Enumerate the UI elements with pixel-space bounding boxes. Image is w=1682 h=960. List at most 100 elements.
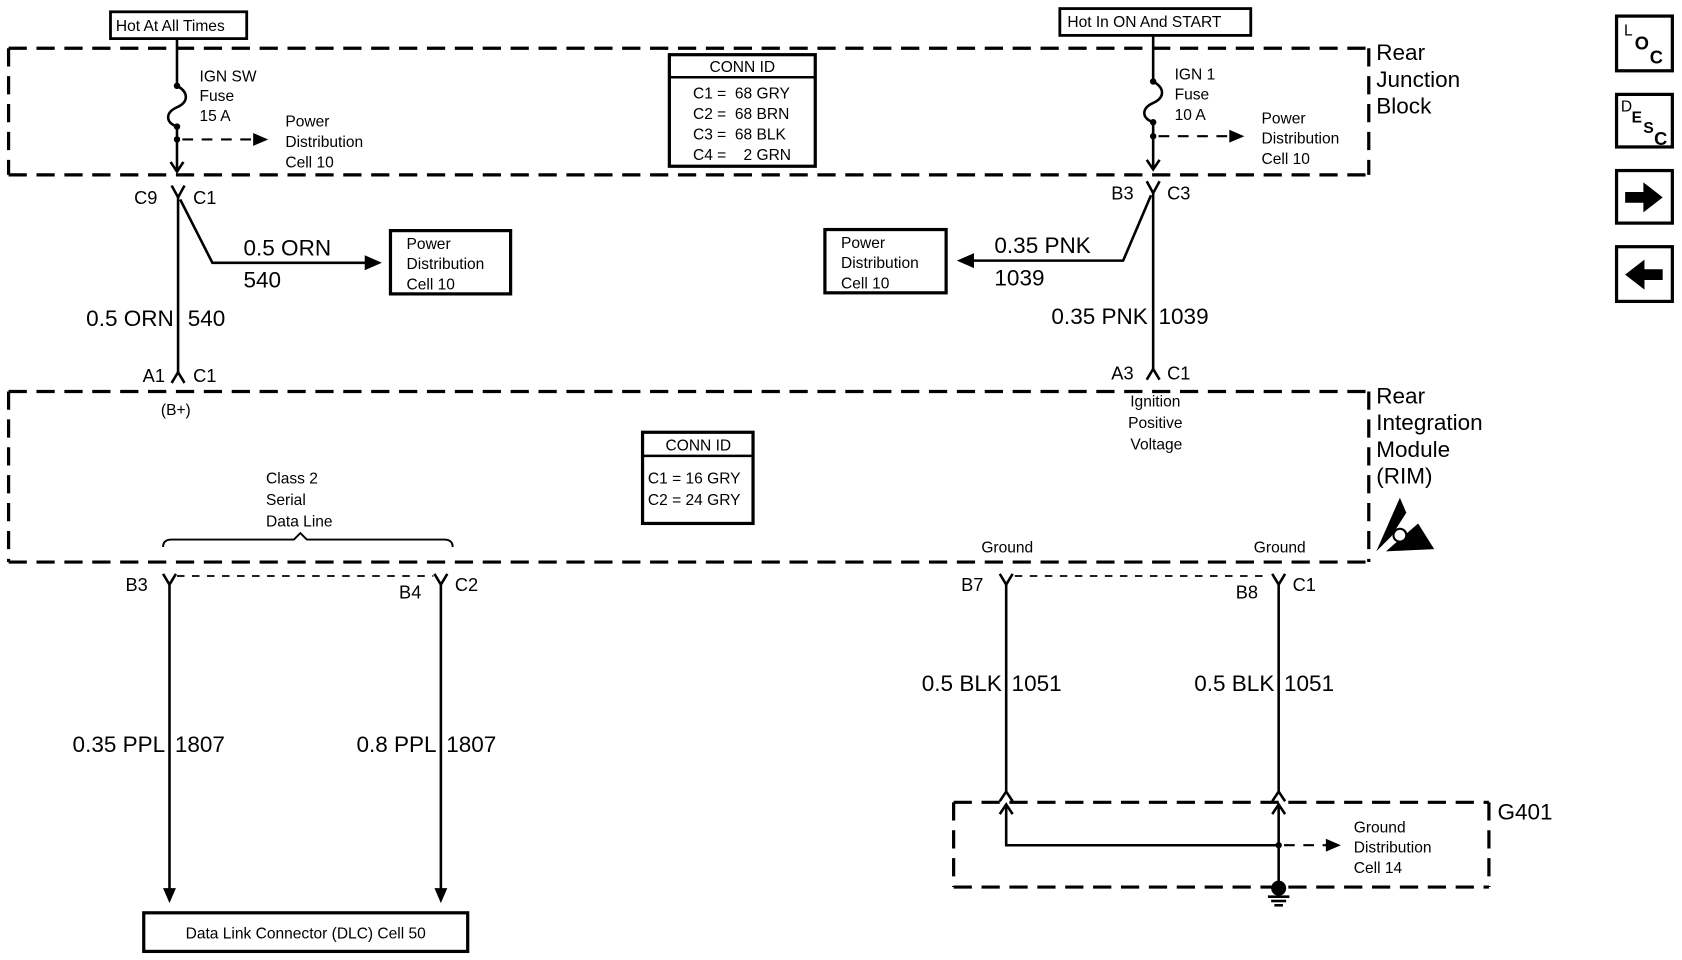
svg-text:Distribution: Distribution: [285, 134, 363, 151]
svg-text:C1 = 16 GRY: C1 = 16 GRY: [648, 471, 741, 488]
svg-text:Cell 10: Cell 10: [841, 276, 890, 293]
svg-text:1051: 1051: [1284, 671, 1334, 696]
arrow-left-icon: [956, 253, 975, 269]
svg-text:0.5 ORN: 0.5 ORN: [244, 235, 332, 260]
svg-text:B8: B8: [1236, 582, 1258, 603]
esd-sensitive-icon: [1376, 497, 1435, 552]
svg-text:Positive: Positive: [1128, 415, 1182, 432]
rear-integration-module: Rear Integration Module (RIM): [6, 383, 1483, 564]
connector-a3-c1: A3 C1: [1111, 363, 1190, 384]
fuse-symbol-left: [166, 84, 188, 128]
svg-text:Module: Module: [1376, 437, 1450, 462]
svg-text:Data Link Connector (DLC) Cell: Data Link Connector (DLC) Cell 50: [186, 926, 427, 943]
svg-text:C2 = 68 BRN: C2 = 68 BRN: [693, 106, 789, 123]
ground-label-right: Ground: [1254, 539, 1306, 556]
svg-text:Distribution: Distribution: [1262, 131, 1340, 148]
svg-text:Block: Block: [1376, 94, 1432, 119]
svg-text:O: O: [1635, 32, 1649, 53]
svg-text:C3: C3: [1167, 183, 1190, 204]
class-2-serial-data-line-label: Class 2 Serial Data Line: [162, 471, 454, 548]
conn-id-table-rim: CONN ID C1 = 16 GRY C2 = 24 GRY: [640, 430, 755, 526]
wire-1807-right: 0.8 PPL 1807: [356, 584, 496, 904]
svg-text:C2: C2: [455, 574, 478, 595]
connector-c9-c1: C9 C1: [134, 184, 216, 208]
svg-text:Data Line: Data Line: [266, 514, 333, 531]
svg-text:1807: 1807: [175, 732, 225, 757]
rear-junction-block: Rear Junction Block: [6, 40, 1460, 177]
prev-button[interactable]: [1614, 245, 1674, 304]
svg-text:Cell 10: Cell 10: [285, 154, 334, 171]
desc-button[interactable]: D E S C: [1614, 92, 1674, 149]
svg-text:E: E: [1632, 109, 1642, 126]
svg-text:C1: C1: [1293, 574, 1316, 595]
svg-text:Rear: Rear: [1376, 383, 1425, 408]
svg-text:540: 540: [244, 267, 282, 292]
arrow-right-icon: [364, 255, 382, 271]
loc-button[interactable]: L O C: [1614, 14, 1674, 73]
svg-text:B7: B7: [961, 574, 983, 595]
arrow-down-icon: [163, 888, 176, 904]
connector-b7-b8-c1: B7 B8 C1: [961, 573, 1316, 603]
svg-text:IGN SW: IGN SW: [200, 69, 257, 86]
svg-text:0.5 ORN: 0.5 ORN: [86, 306, 174, 331]
svg-text:A3: A3: [1111, 363, 1133, 384]
power-distribution-box-left: Power Distribution Cell 10: [388, 229, 513, 296]
svg-text:Hot At All Times: Hot At All Times: [116, 18, 225, 35]
svg-text:0.5 BLK: 0.5 BLK: [922, 671, 1002, 696]
svg-text:IGN 1: IGN 1: [1175, 66, 1216, 83]
svg-text:Fuse: Fuse: [200, 88, 235, 105]
svg-text:10 A: 10 A: [1175, 107, 1207, 124]
wire-1051-right: 0.5 BLK 1051: [1194, 584, 1334, 802]
svg-text:1039: 1039: [994, 265, 1044, 290]
svg-text:(B+): (B+): [161, 402, 191, 419]
svg-text:Fuse: Fuse: [1175, 87, 1210, 104]
svg-text:C1: C1: [193, 187, 216, 208]
svg-text:C: C: [1654, 128, 1667, 149]
connector-b3-c3: B3 C3: [1111, 180, 1190, 204]
svg-text:1807: 1807: [446, 732, 496, 757]
svg-text:B4: B4: [399, 582, 421, 603]
svg-text:0.8 PPL: 0.8 PPL: [356, 732, 436, 757]
ground-symbol-icon: [1267, 880, 1290, 907]
arrow-right-icon: [1325, 838, 1341, 852]
svg-text:C1: C1: [193, 365, 216, 386]
wire-1039-branch: 0.35 PNK 1039: [956, 194, 1153, 290]
svg-text:Cell 10: Cell 10: [407, 277, 456, 294]
svg-text:Class 2: Class 2: [266, 471, 318, 488]
fuse-symbol-right: [1143, 80, 1164, 124]
svg-text:D: D: [1621, 99, 1632, 116]
svg-text:(RIM): (RIM): [1376, 464, 1432, 489]
svg-text:B3: B3: [1111, 183, 1133, 204]
svg-text:Integration: Integration: [1376, 410, 1482, 435]
svg-text:C9: C9: [134, 187, 157, 208]
arrow-down-icon: [434, 888, 448, 904]
hot-at-all-times-label: Hot At All Times: [109, 10, 249, 41]
wire-1807-left: 0.35 PPL 1807: [73, 584, 225, 904]
arrow-left-icon: [1625, 259, 1663, 290]
ignition-positive-voltage-label: Ignition Positive Voltage: [1128, 394, 1182, 454]
svg-text:1051: 1051: [1012, 671, 1062, 696]
svg-text:L: L: [1624, 22, 1633, 39]
bracket: [162, 531, 454, 548]
svg-text:0.35 PNK: 0.35 PNK: [1051, 304, 1147, 329]
svg-text:Junction: Junction: [1376, 67, 1460, 92]
g401-ground-block: G401 Ground Distribution Cell 14: [952, 799, 1553, 907]
svg-text:S: S: [1643, 120, 1653, 137]
svg-text:CONN ID: CONN ID: [709, 59, 775, 76]
conn-id-table-junction: CONN ID C1 = 68 GRY C2 = 68 BRN C3 = 68 …: [667, 53, 817, 168]
wire-540-branch: 0.5 ORN 540: [179, 198, 382, 292]
wire-540-main: 0.5 ORN 540: [86, 197, 225, 374]
svg-text:Power: Power: [407, 236, 451, 253]
svg-text:C3 = 68 BLK: C3 = 68 BLK: [693, 126, 787, 143]
wire-1039-main: 0.35 PNK 1039: [1051, 193, 1209, 372]
svg-text:C4 = 2 GRN: C4 = 2 GRN: [693, 147, 791, 164]
next-button[interactable]: [1614, 168, 1674, 225]
svg-text:Rear: Rear: [1376, 40, 1425, 65]
arrow-right-icon: [253, 133, 269, 146]
ign-1-fuse: IGN 1 Fuse 10 A Power Distribution Cell …: [1143, 35, 1340, 172]
svg-text:CONN ID: CONN ID: [666, 438, 732, 455]
svg-text:Hot In ON And START: Hot In ON And START: [1067, 14, 1222, 31]
svg-text:C1: C1: [1167, 363, 1190, 384]
data-link-connector-box: Data Link Connector (DLC) Cell 50: [142, 911, 470, 954]
